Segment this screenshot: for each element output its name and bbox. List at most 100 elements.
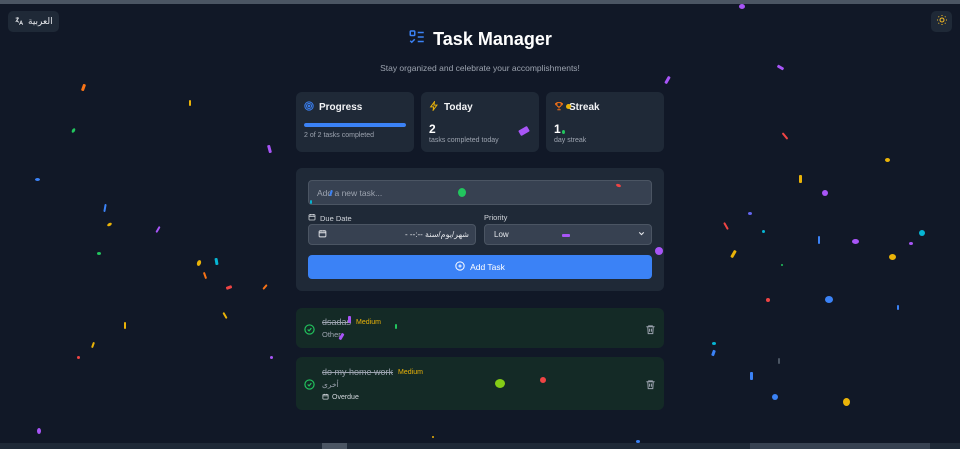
confetti-piece [909, 242, 913, 245]
target-icon [304, 101, 314, 114]
priority-badge: Medium [398, 368, 423, 376]
confetti-piece [781, 264, 783, 266]
confetti-piece [80, 83, 87, 92]
priority-badge: Medium [356, 318, 381, 326]
confetti-piece [37, 428, 41, 434]
task-category: أخرى [322, 380, 339, 389]
lightning-icon [429, 100, 439, 114]
due-date-label-text: Due Date [320, 213, 352, 223]
calendar-icon [308, 213, 316, 223]
confetti-piece [750, 372, 753, 380]
confetti-piece [711, 349, 716, 357]
calendar-icon [322, 393, 329, 402]
today-label: Today [444, 102, 473, 113]
progress-bar-fill [304, 123, 406, 127]
trash-icon[interactable] [645, 377, 656, 395]
due-date-label: Due Date [308, 213, 352, 223]
task-title: dsadas [322, 317, 352, 327]
confetti-piece [843, 398, 850, 406]
add-task-label: Add Task [470, 262, 505, 272]
taskbar-item [322, 443, 347, 449]
taskbar-item [750, 443, 930, 449]
language-toggle-button[interactable]: العربية [8, 11, 59, 32]
check-circle-icon[interactable] [304, 322, 315, 340]
streak-card: Streak 1 day streak [546, 92, 664, 152]
calendar-picker-icon[interactable] [318, 229, 327, 240]
confetti-piece [77, 356, 80, 359]
confetti-piece [70, 127, 77, 134]
checklist-icon [408, 28, 426, 51]
priority-label-text: Priority [484, 213, 508, 222]
today-count: 2 [429, 122, 436, 136]
confetti-piece [889, 254, 896, 260]
task-category: Other [322, 330, 341, 339]
task-title: do my home work [322, 367, 394, 377]
confetti-piece [202, 271, 208, 280]
confetti-piece [103, 203, 107, 213]
language-label: العربية [28, 16, 53, 26]
page-title: Task Manager [433, 29, 552, 49]
confetti-piece [196, 259, 202, 267]
confetti-piece [664, 75, 671, 85]
priority-select[interactable]: Low [484, 224, 652, 245]
streak-text: day streak [554, 137, 587, 144]
confetti-piece [270, 356, 273, 359]
confetti-piece [772, 394, 778, 400]
confetti-piece [818, 236, 820, 244]
confetti-piece [897, 305, 899, 310]
browser-top-edge [0, 0, 960, 4]
progress-card: Progress 2 of 2 tasks completed [296, 92, 414, 152]
confetti-piece [852, 239, 859, 244]
progress-text: 2 of 2 tasks completed [304, 132, 375, 139]
confetti-piece [781, 132, 789, 140]
task-due: Overdue [322, 393, 423, 402]
confetti-piece [730, 249, 737, 259]
confetti-piece [919, 230, 925, 236]
task-input[interactable] [308, 180, 652, 205]
confetti-piece [762, 230, 765, 233]
confetti-piece [124, 322, 126, 329]
priority-value: Low [494, 230, 509, 239]
progress-bar [304, 123, 406, 127]
browser-bottom-edge [0, 443, 960, 449]
theme-toggle-button[interactable] [931, 11, 952, 32]
confetti-piece [739, 4, 745, 9]
sun-icon [936, 13, 948, 31]
confetti-piece [723, 222, 729, 230]
task-item: dsadas Medium Other [296, 308, 664, 348]
confetti-piece [799, 175, 802, 183]
confetti-piece [825, 296, 833, 303]
confetti-piece [214, 257, 219, 266]
trash-icon[interactable] [645, 322, 656, 340]
confetti-piece [712, 342, 716, 345]
add-task-button[interactable]: Add Task [308, 255, 652, 279]
confetti-piece [91, 341, 95, 349]
confetti-piece [155, 225, 161, 234]
today-card: Today 2 tasks completed today [421, 92, 539, 152]
confetti-piece [267, 144, 272, 154]
confetti-piece [766, 298, 770, 302]
add-task-form: Due Date Priority شهر/يوم/سنة --:-- - Lo… [296, 168, 664, 291]
confetti-piece [822, 190, 828, 196]
confetti-piece [106, 221, 113, 228]
confetti-piece [432, 436, 434, 438]
confetti-piece [222, 311, 228, 320]
confetti-piece [35, 178, 40, 181]
confetti-piece [97, 252, 101, 255]
page-subtitle: Stay organized and celebrate your accomp… [380, 63, 580, 73]
check-circle-icon[interactable] [304, 377, 315, 395]
streak-label: Streak [569, 102, 600, 113]
due-date-input[interactable]: شهر/يوم/سنة --:-- - [308, 224, 476, 245]
today-text: tasks completed today [429, 137, 499, 144]
plus-circle-icon [455, 261, 465, 273]
task-due-text: Overdue [332, 394, 359, 401]
priority-label: Priority [484, 213, 507, 222]
confetti-piece [748, 212, 752, 215]
confetti-piece [189, 100, 191, 106]
confetti-piece [885, 158, 890, 162]
confetti-piece [262, 284, 268, 290]
confetti-piece [778, 358, 780, 364]
trophy-icon [554, 101, 564, 114]
task-item: do my home work Medium أخرى Overdue [296, 357, 664, 410]
translate-icon [14, 16, 24, 28]
